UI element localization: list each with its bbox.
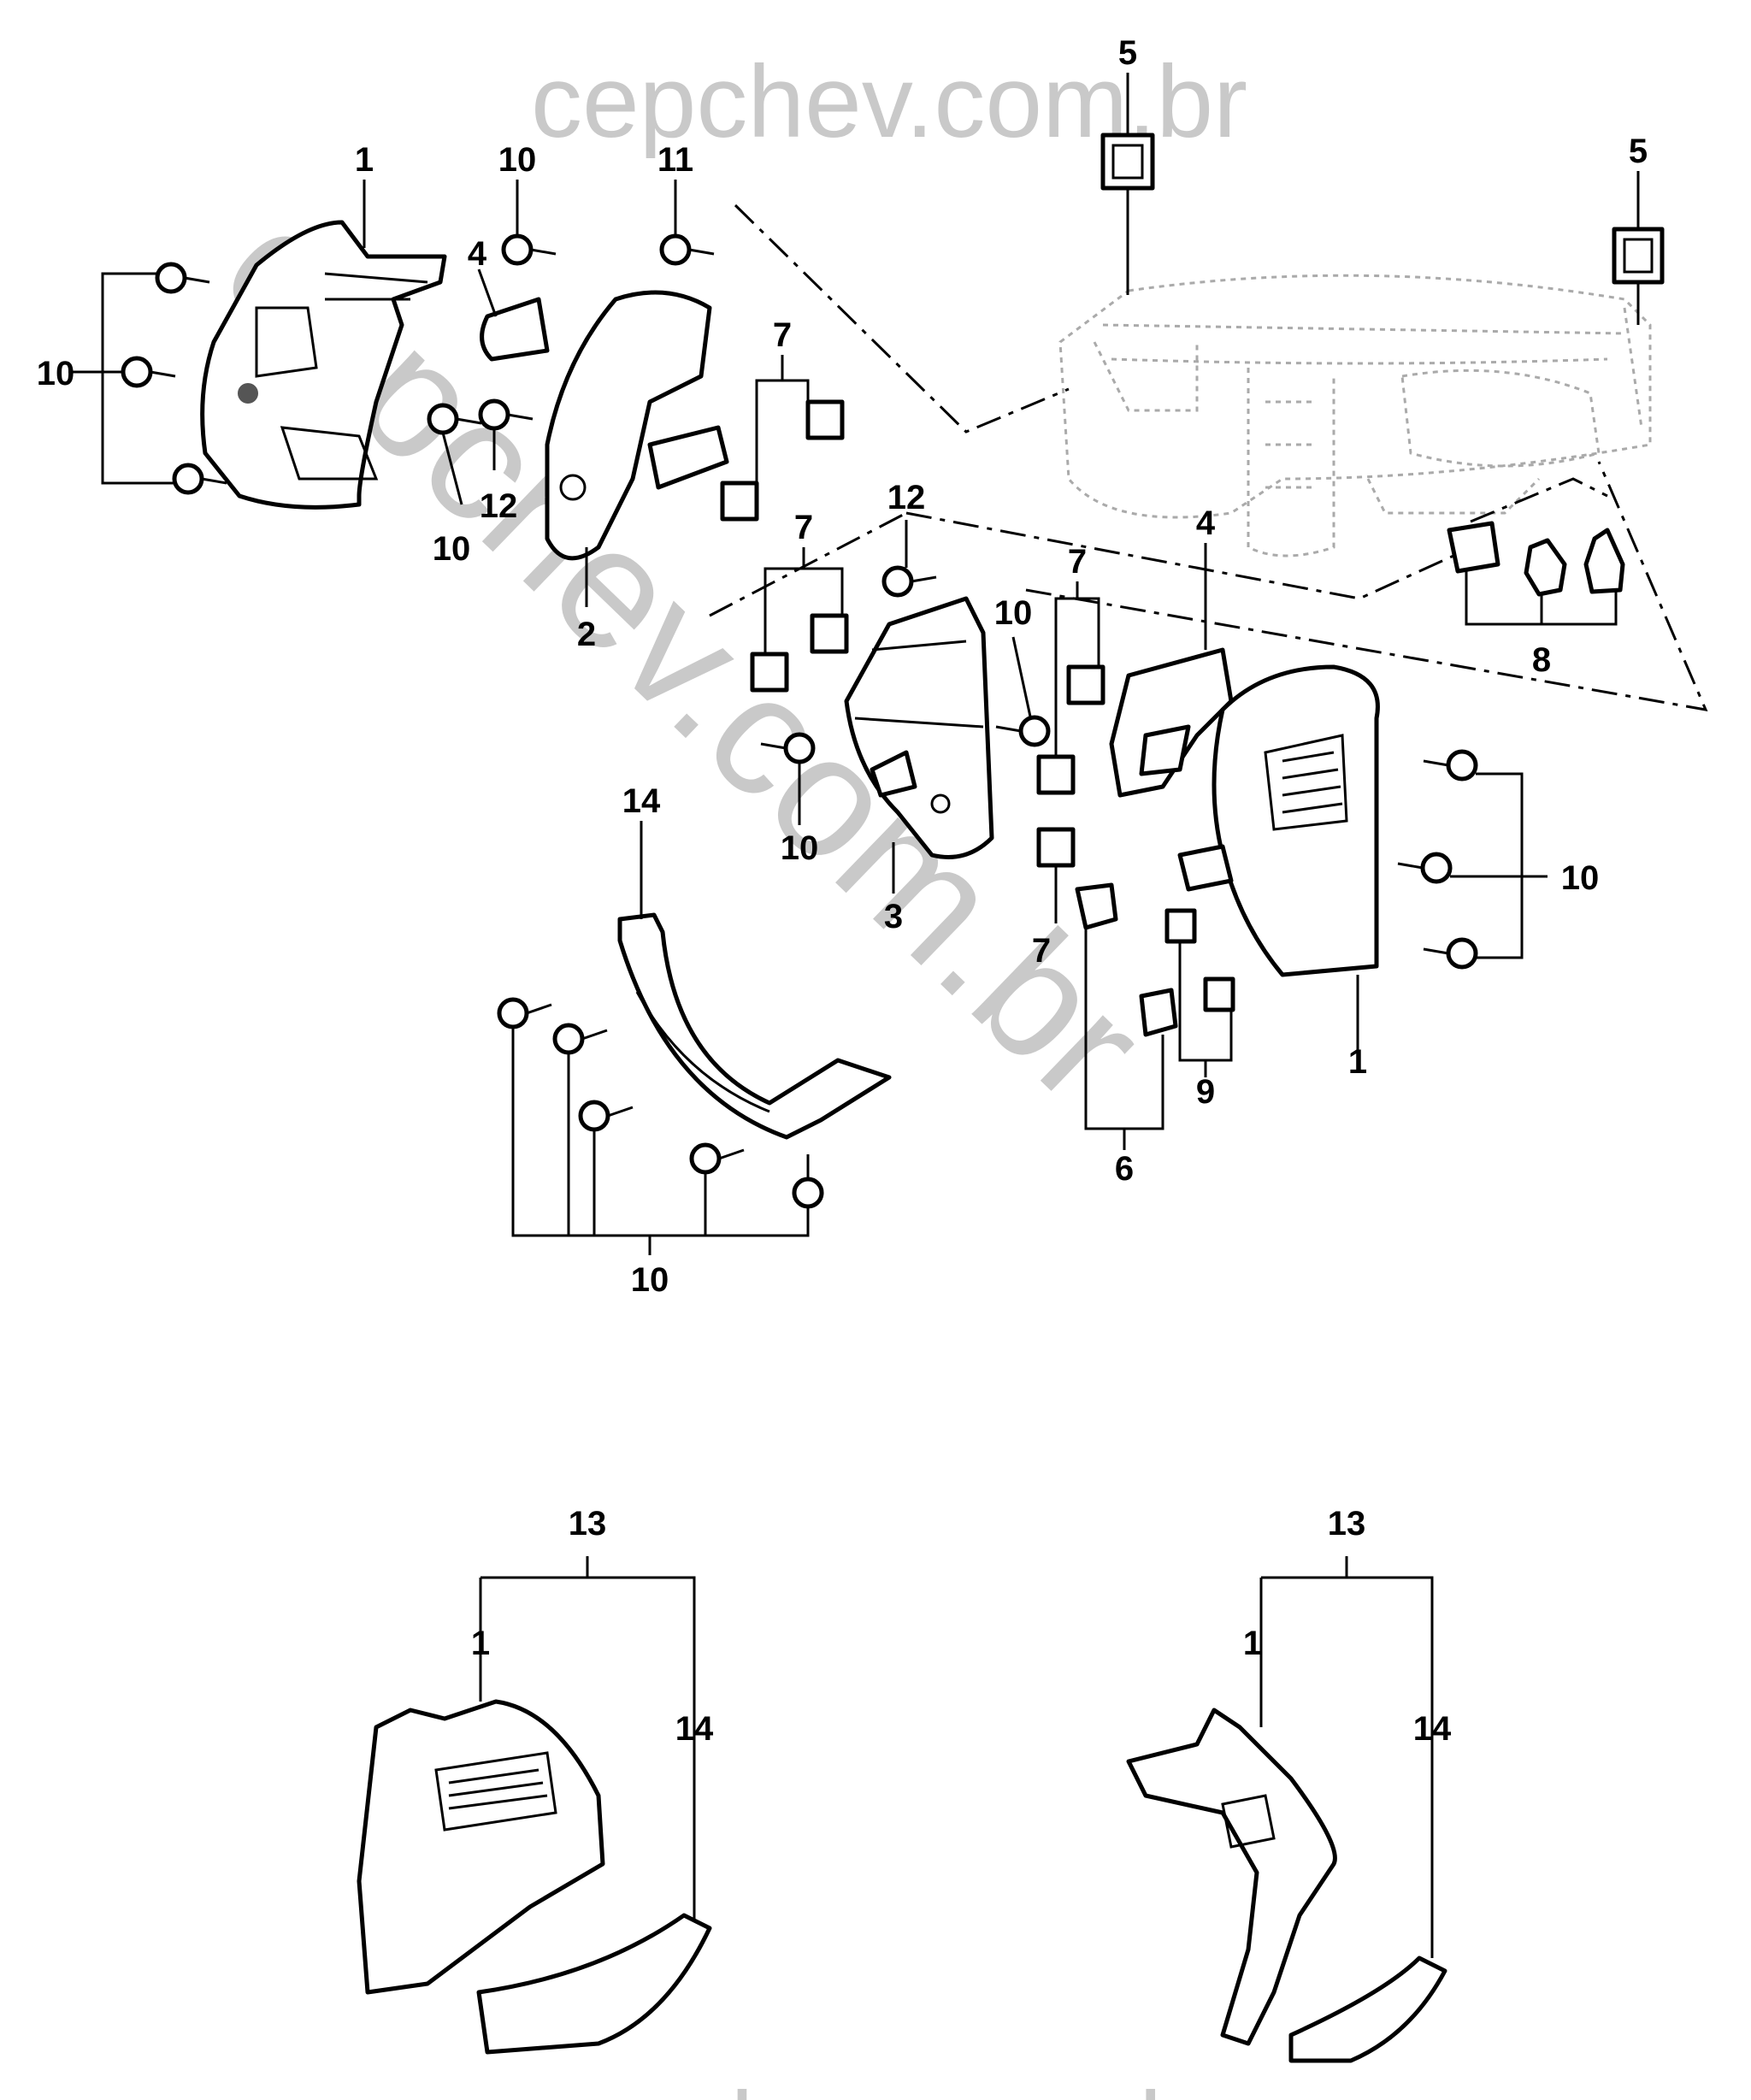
callout-4: 4	[1196, 504, 1216, 542]
callout-7: 7	[1032, 932, 1051, 970]
callout-1: 1	[1243, 1625, 1262, 1662]
callout-10: 10	[1561, 859, 1600, 897]
callout-7: 7	[773, 316, 792, 354]
callout-14: 14	[1413, 1710, 1452, 1748]
callout-10: 10	[781, 829, 819, 867]
callout-12: 12	[887, 479, 926, 516]
screws-10-right	[1397, 749, 1478, 970]
callout-13: 13	[569, 1505, 607, 1543]
screws-10-middle	[760, 715, 1051, 764]
callout-6: 6	[1115, 1150, 1134, 1188]
clips-6	[1075, 882, 1178, 1037]
callout-12: 12	[480, 487, 518, 525]
callout-10: 10	[433, 530, 471, 568]
callout-11: 11	[657, 141, 693, 179]
callout-5: 5	[1629, 133, 1648, 170]
callout-7: 7	[794, 509, 813, 546]
callout-10: 10	[498, 141, 537, 179]
dashboard-overview	[1058, 274, 1652, 557]
clips-7-middle	[750, 613, 1105, 868]
callout-3: 3	[884, 898, 903, 935]
callout-10: 10	[37, 355, 75, 392]
assembly-13-left	[357, 1699, 712, 2055]
callout-8: 8	[1532, 641, 1551, 679]
panel-1-right	[1177, 664, 1380, 977]
callout-14: 14	[675, 1710, 714, 1748]
callout-9: 9	[1196, 1073, 1215, 1111]
callout-2: 2	[577, 616, 596, 653]
callout-5: 5	[1118, 34, 1137, 72]
callout-10: 10	[631, 1261, 669, 1299]
screws-12	[881, 565, 937, 598]
clips-9	[1164, 908, 1235, 1012]
seal-4-top	[480, 297, 550, 362]
callout-1: 1	[355, 141, 374, 179]
callout-14: 14	[622, 782, 661, 820]
clips-7-top	[720, 399, 845, 522]
watermark-bottom: cepchev.com.br	[514, 2071, 1230, 2100]
trim-14-middle	[617, 912, 892, 1140]
callout-10: 10	[994, 594, 1033, 632]
bracket-2	[545, 290, 729, 561]
callout-7: 7	[1068, 543, 1087, 581]
callout-4: 4	[468, 235, 487, 273]
clip-5-top	[1100, 133, 1155, 191]
bracket-3	[844, 596, 994, 859]
assembly-13-right	[1126, 1708, 1447, 2063]
clip-5-right	[1612, 227, 1665, 285]
callout-1: 1	[471, 1625, 490, 1662]
callout-13: 13	[1328, 1505, 1366, 1543]
clips-8	[1447, 521, 1625, 597]
bracket-1-left	[200, 220, 447, 510]
screws-10-11-top	[427, 233, 715, 435]
screws-10-bottom	[497, 997, 824, 1209]
callout-labels: 1 10 11 4 5 5 10 7 12 10 2 12 7 4 7 10 8…	[37, 34, 1648, 1748]
callout-1: 1	[1348, 1043, 1367, 1081]
seal-4-right	[1109, 647, 1234, 798]
